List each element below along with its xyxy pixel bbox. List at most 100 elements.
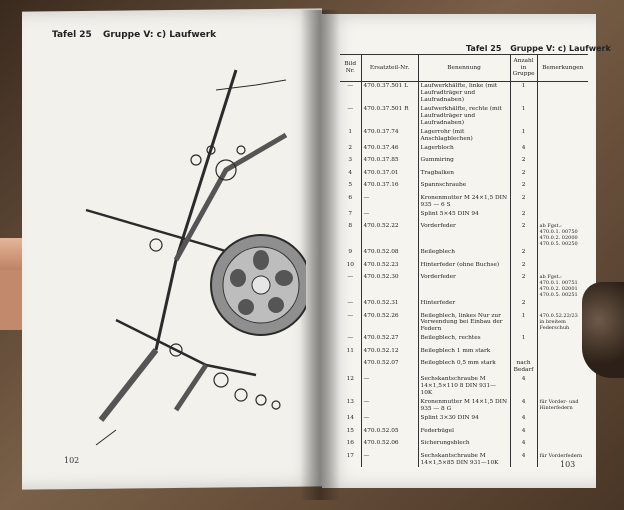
row-ersatzteil-nr: 470.0.37.74 bbox=[360, 127, 419, 144]
row-ersatzteil-nr: 470.0.37.16 bbox=[360, 181, 419, 194]
row-bild-nr: 13 bbox=[346, 399, 354, 406]
row-bild-nr: 14 bbox=[346, 415, 354, 422]
row-bemerkungen: für Vorderfedern bbox=[536, 451, 588, 468]
row-benennung: Hinterfeder bbox=[417, 299, 511, 312]
row-benennung: Sechskantschraube M 14×1,5×85 DIN 931—10… bbox=[417, 451, 511, 468]
row-ersatzteil-nr: — bbox=[360, 451, 419, 468]
row-ersatzteil-nr: 470.0.52.27 bbox=[360, 334, 419, 347]
row-bild-nr: 2 bbox=[348, 144, 353, 151]
row-benennung: Splint 5×45 DIN 94 bbox=[417, 209, 511, 223]
row-benennung: Federbügel bbox=[417, 426, 511, 440]
row-anzahl: 2 bbox=[509, 260, 538, 274]
row-anzahl: 4 bbox=[509, 426, 538, 440]
row-bild-nr: — bbox=[347, 105, 354, 112]
row-bemerkungen bbox=[536, 156, 588, 169]
book-spine bbox=[300, 10, 340, 500]
wheel-drawing bbox=[210, 234, 306, 336]
row-anzahl: 2 bbox=[509, 181, 538, 194]
row-anzahl: 2 bbox=[509, 299, 538, 312]
row-bild-nr: 15 bbox=[346, 427, 354, 434]
row-anzahl: 4 bbox=[509, 414, 538, 427]
row-bemerkungen: 470.0.52.22/23 in breitem Federschuh bbox=[536, 311, 588, 335]
row-ersatzteil-nr: 470.0.37.01 bbox=[360, 168, 419, 182]
row-ersatzteil-nr: — bbox=[360, 414, 419, 427]
row-benennung: Kronenmutter M 24×1,5 DIN 935 — 6 S bbox=[417, 193, 511, 210]
row-bild-nr: — bbox=[347, 274, 354, 281]
row-benennung: Kronenmutter M 14×1,5 DIN 935 — 8 G bbox=[417, 398, 511, 415]
row-bild-nr: 1 bbox=[348, 128, 353, 135]
row-benennung: Lagerrohr (mit Anschlagblechen) bbox=[417, 127, 511, 144]
row-ersatzteil-nr: 470.0.37.85 bbox=[360, 156, 419, 169]
row-benennung: Gummiring bbox=[417, 156, 511, 169]
right-page-title: Tafel 25 Gruppe V: c) Laufwerk bbox=[466, 44, 617, 53]
row-ersatzteil-nr: 470.0.52.23 bbox=[360, 260, 419, 274]
row-bemerkungen bbox=[536, 414, 588, 427]
row-ersatzteil-nr: 470.0.52.30 bbox=[360, 273, 419, 300]
row-bemerkungen bbox=[536, 248, 588, 261]
row-bemerkungen bbox=[536, 375, 588, 399]
right-page-number: 103 bbox=[560, 460, 576, 469]
row-bemerkungen: ab Fgst.: 470.0.1. 00751 470.0.2. 02001 … bbox=[536, 273, 588, 300]
row-bemerkungen bbox=[536, 260, 588, 274]
row-benennung: Lagerbloch bbox=[417, 143, 511, 157]
row-benennung: Laufwerkhälfte, linke (mit Laufradträger… bbox=[417, 81, 511, 105]
row-bild-nr: 3 bbox=[348, 157, 353, 164]
row-bild-nr: 9 bbox=[348, 249, 353, 256]
row-ersatzteil-nr: — bbox=[360, 398, 419, 415]
row-anzahl: 2 bbox=[509, 222, 538, 249]
left-group: Gruppe V: c) Laufwerk bbox=[102, 30, 217, 40]
header-benennung: Benennung bbox=[417, 54, 511, 82]
row-anzahl: nach Bedarf bbox=[509, 359, 538, 376]
row-bild-nr: 8 bbox=[348, 223, 353, 230]
row-anzahl: 1 bbox=[509, 311, 538, 335]
row-benennung: Splint 3×30 DIN 94 bbox=[417, 414, 511, 427]
row-benennung: Tragbalken bbox=[417, 168, 511, 182]
row-ersatzteil-nr: — bbox=[360, 209, 419, 223]
row-ersatzteil-nr: 470.0.52.22 bbox=[360, 222, 419, 249]
row-anzahl bbox=[509, 346, 538, 360]
row-bild-nr: — bbox=[347, 300, 354, 307]
row-ersatzteil-nr: 470.0.37.501 R bbox=[360, 104, 419, 128]
row-bemerkungen bbox=[536, 81, 588, 105]
row-bild-nr: 16 bbox=[346, 440, 354, 447]
row-ersatzteil-nr: 470.0.52.08 bbox=[360, 248, 419, 261]
row-ersatzteil-nr: 470.0.52.06 bbox=[360, 439, 419, 452]
row-ersatzteil-nr: — bbox=[360, 193, 419, 210]
row-bemerkungen bbox=[536, 346, 588, 360]
row-bild-nr: 17 bbox=[346, 452, 354, 459]
row-anzahl: 2 bbox=[509, 156, 538, 169]
row-benennung: Hinterfeder (ohne Buchse) bbox=[417, 260, 511, 274]
row-anzahl: 4 bbox=[509, 375, 538, 399]
row-bemerkungen: für Vorder- und Hinterfedern bbox=[536, 398, 588, 415]
table-row: 17 —Sechskantschraube M 14×1,5×85 DIN 931… bbox=[340, 451, 588, 468]
row-anzahl: 1 bbox=[509, 104, 538, 128]
row-anzahl: 1 bbox=[509, 127, 538, 144]
row-bild-nr: 10 bbox=[346, 261, 354, 268]
right-tafel: Tafel 25 bbox=[466, 44, 502, 53]
exploded-suspension-drawing bbox=[85, 69, 306, 446]
row-bemerkungen bbox=[536, 104, 588, 128]
row-anzahl: 4 bbox=[509, 439, 538, 452]
row-bemerkungen bbox=[536, 334, 588, 347]
row-benennung: Beilegblech, linkes Nur zur Verwendung b… bbox=[417, 311, 511, 335]
row-anzahl: 4 bbox=[509, 451, 538, 468]
row-anzahl: 4 bbox=[509, 398, 538, 415]
row-anzahl: 2 bbox=[509, 209, 538, 223]
row-benennung: Vorderfeder bbox=[417, 222, 511, 249]
left-tafel: Tafel 25 bbox=[52, 30, 92, 40]
row-anzahl: 1 bbox=[509, 334, 538, 347]
row-bemerkungen bbox=[536, 143, 588, 157]
